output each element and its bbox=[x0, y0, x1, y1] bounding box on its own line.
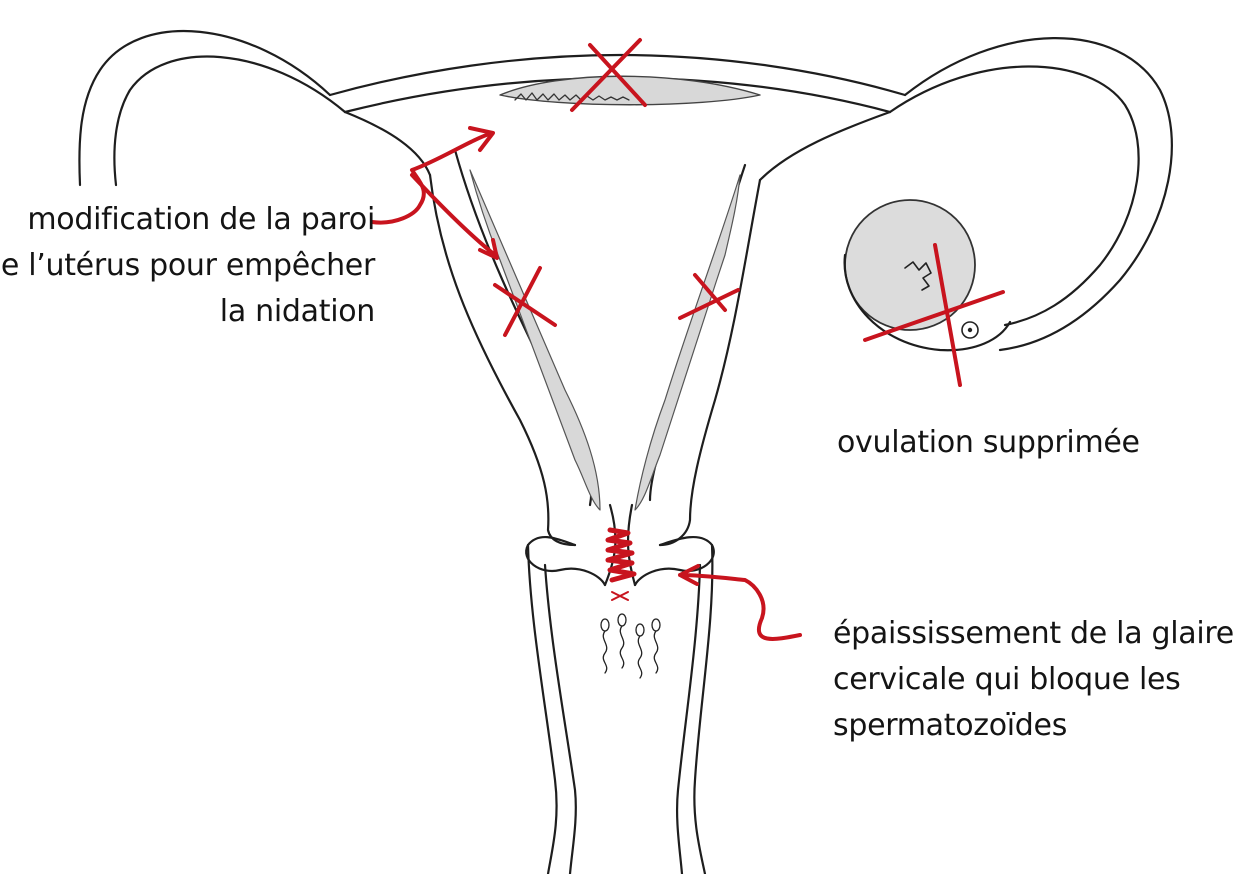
endometrium-left bbox=[470, 170, 600, 510]
arrow-wall-icon bbox=[372, 128, 493, 223]
mucus-label-line-1: épaississement de la glaire bbox=[833, 611, 1234, 657]
endometrium-right bbox=[635, 175, 740, 510]
vagina-left-outer bbox=[528, 545, 557, 874]
wall-label-line-2: de l’utérus pour empêcher bbox=[0, 243, 375, 289]
sperm-cells bbox=[601, 614, 660, 678]
vagina-left-inner bbox=[545, 565, 576, 874]
left-fallopian-tube-outer bbox=[79, 31, 330, 185]
ovulation-label-line: ovulation supprimée bbox=[837, 420, 1140, 466]
mucus-small-cross-icon bbox=[612, 592, 628, 600]
uterus-left-wall-outer bbox=[430, 175, 575, 545]
uterus-right-wall-outer bbox=[660, 180, 760, 545]
wall-label-line-1: modification de la paroi bbox=[0, 197, 375, 243]
cervical-mucus-label: épaississement de la glaire cervicale qu… bbox=[833, 611, 1234, 749]
wall-modification-label: modification de la paroi de l’utérus pou… bbox=[0, 197, 375, 335]
mucus-plug-icon bbox=[608, 530, 634, 580]
ovum-nucleus bbox=[968, 328, 972, 332]
left-tube-to-body bbox=[345, 112, 430, 175]
mucus-label-line-2: cervicale qui bloque les bbox=[833, 657, 1234, 703]
mucus-label-line-3: spermatozoïdes bbox=[833, 703, 1234, 749]
right-tube-to-body bbox=[760, 112, 890, 180]
vagina-right-outer bbox=[694, 545, 712, 874]
left-fallopian-tube-inner bbox=[114, 57, 345, 185]
ovulation-label: ovulation supprimée bbox=[837, 420, 1140, 466]
uterus-left-wall-inner bbox=[455, 150, 591, 505]
wall-label-line-3: la nidation bbox=[0, 289, 375, 335]
